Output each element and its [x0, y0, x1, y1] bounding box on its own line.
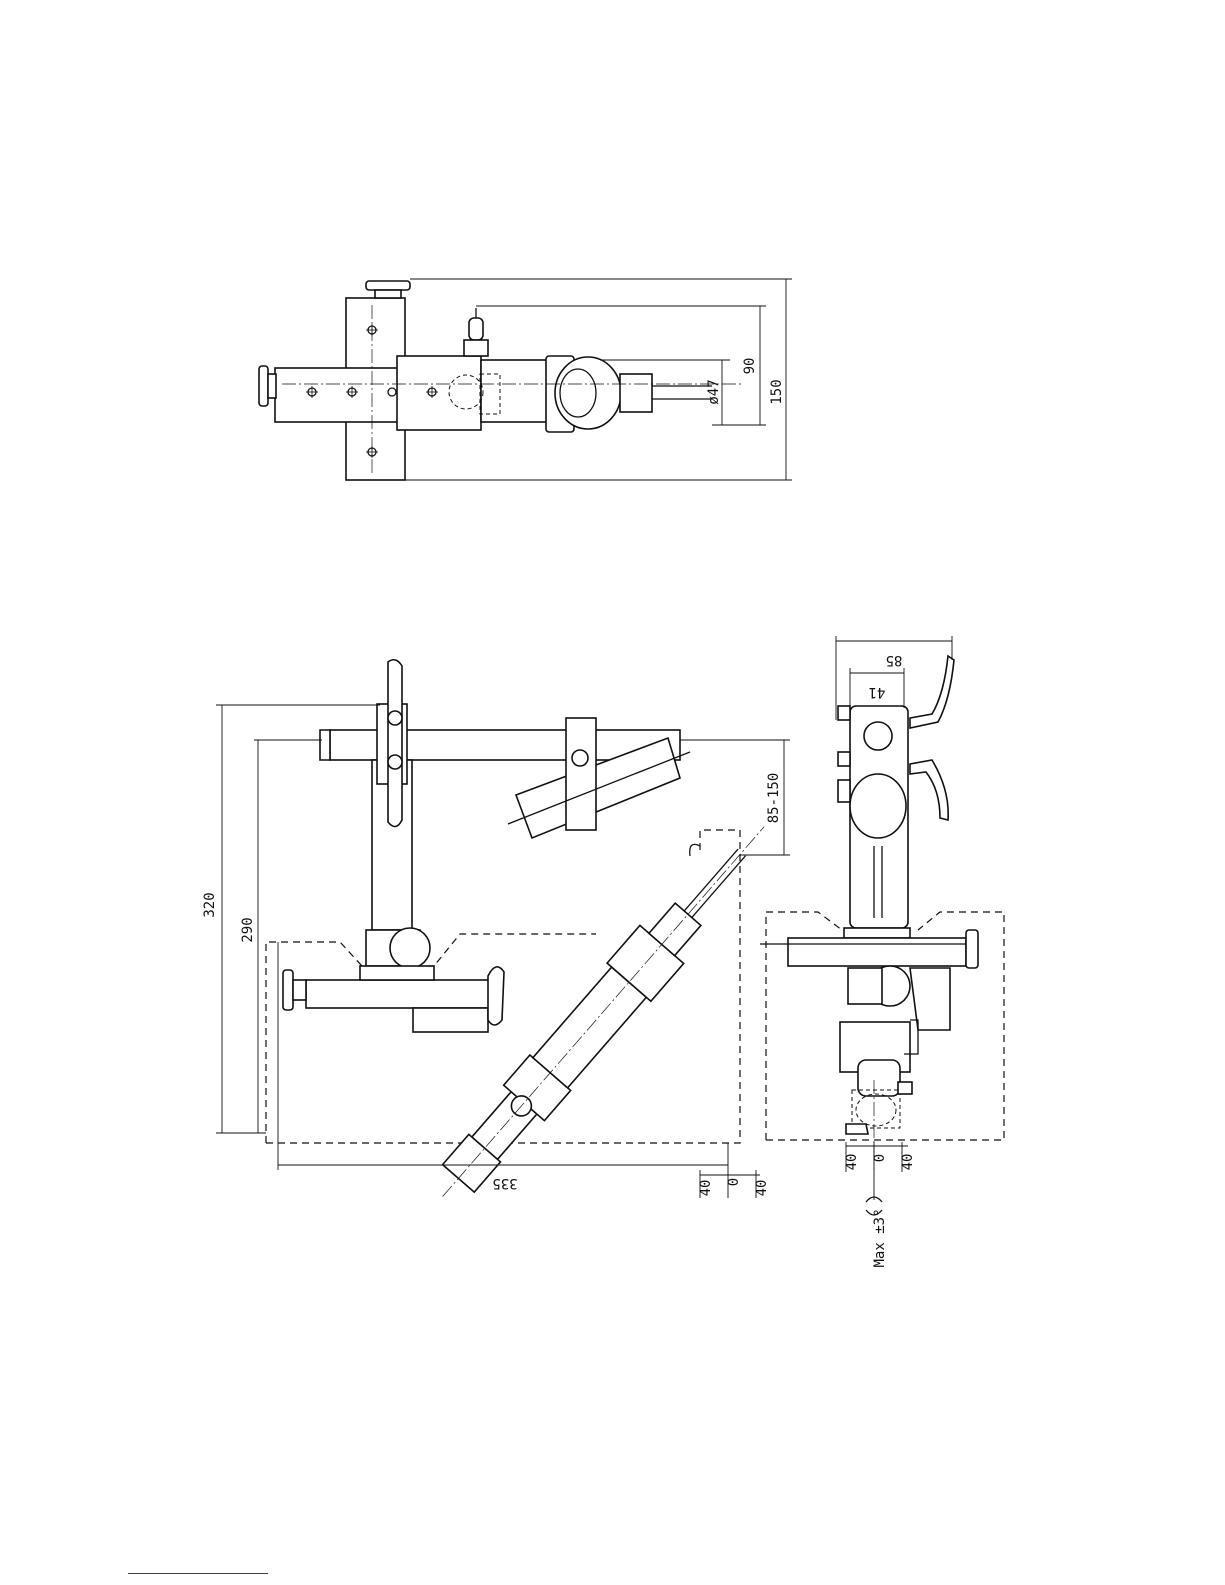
- side-view: 320 290 85-150 335 40 0: [202, 660, 790, 1216]
- svg-text:0: 0: [726, 1178, 742, 1186]
- svg-text:40: 40: [844, 1154, 860, 1171]
- svg-text:40: 40: [754, 1180, 770, 1197]
- svg-text:150: 150: [769, 379, 785, 404]
- side-view-rail-knob: [283, 970, 293, 1010]
- front-view-knob: [850, 774, 906, 838]
- front-view-tilt: Max ±3°: [866, 1172, 888, 1268]
- svg-text:335: 335: [492, 1175, 517, 1191]
- side-view-dim-290: 290: [240, 740, 322, 1133]
- front-view-travel: 40 0 40: [844, 1142, 916, 1172]
- side-view-holder-clamp: [566, 718, 596, 830]
- top-view-left-knob-stem: [268, 374, 276, 398]
- svg-text:Max ±3°: Max ±3°: [872, 1208, 888, 1267]
- side-view-travel: 40 0 40: [698, 1170, 770, 1198]
- svg-text:ø47: ø47: [706, 379, 722, 404]
- front-view: 85 41 40 0 40 Max ±3°: [760, 636, 1004, 1268]
- side-view-top-handle: [388, 660, 402, 827]
- top-view-torch-body: [555, 357, 621, 429]
- front-view-handle-top: [910, 656, 954, 728]
- svg-text:320: 320: [202, 892, 218, 917]
- front-view-base-plate: [788, 938, 966, 966]
- svg-text:85-150: 85-150: [766, 773, 782, 824]
- svg-text:40: 40: [900, 1154, 916, 1171]
- front-view-dim-41: 41: [850, 668, 904, 708]
- top-view: 150 90 ø47: [259, 279, 792, 480]
- side-view-dim-320: 320: [202, 705, 380, 1133]
- svg-text:290: 290: [240, 917, 256, 942]
- svg-text:90: 90: [742, 358, 758, 375]
- top-view-pin: [469, 318, 483, 340]
- side-view-lower-rail: [306, 980, 502, 1008]
- footer-link-underline[interactable]: [128, 1573, 268, 1574]
- front-view-handle-bottom: [910, 760, 948, 820]
- svg-text:41: 41: [869, 684, 886, 700]
- top-view-left-knob: [259, 366, 268, 406]
- top-view-knob-stem: [375, 290, 401, 298]
- top-view-clamp: [481, 360, 547, 422]
- svg-text:85: 85: [886, 652, 903, 668]
- top-view-arm: [275, 368, 399, 422]
- svg-text:40: 40: [698, 1180, 714, 1197]
- top-view-carriage: [397, 356, 481, 430]
- svg-text:0: 0: [872, 1154, 888, 1162]
- side-view-dim-85-150: 85-150: [680, 740, 790, 855]
- top-view-knob: [366, 281, 410, 290]
- side-view-knob: [390, 928, 430, 968]
